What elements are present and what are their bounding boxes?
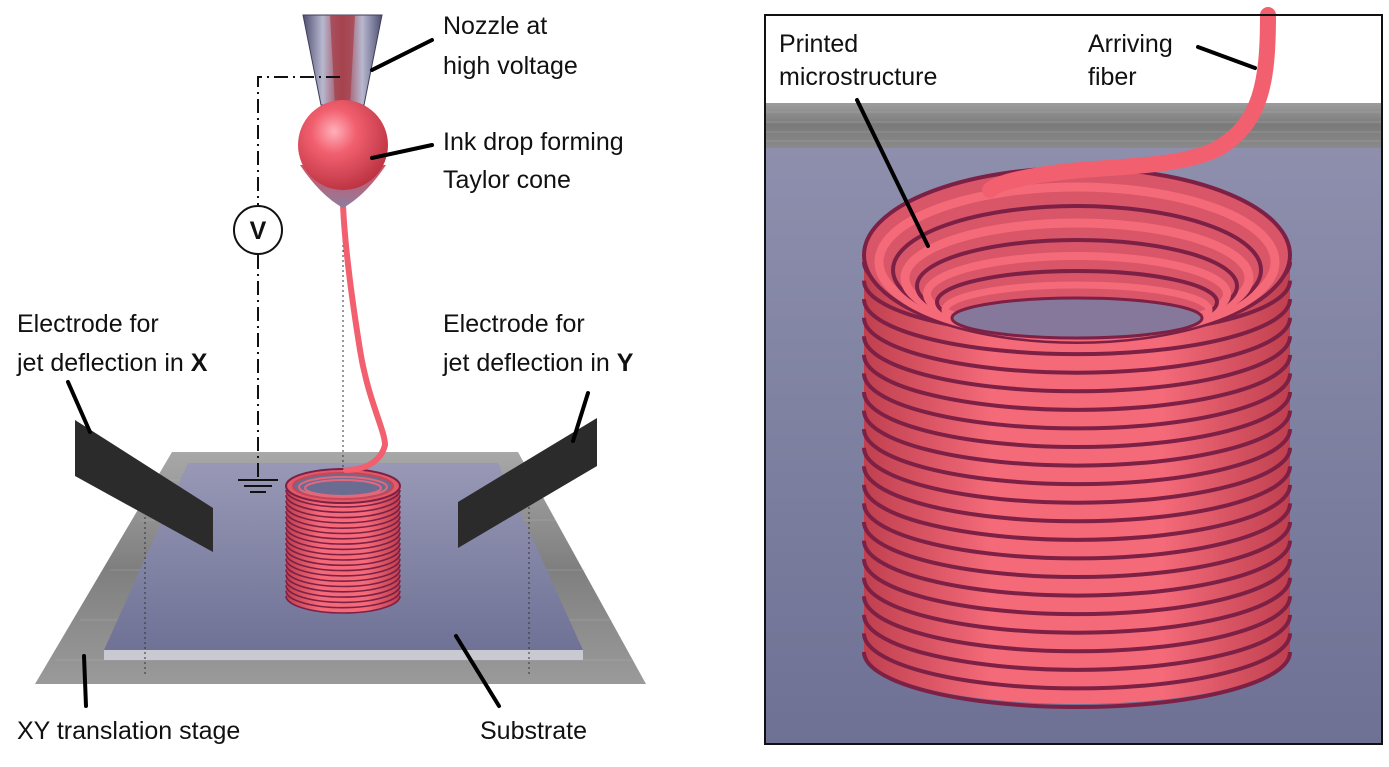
coil-winding	[285, 521, 401, 540]
coil-winding	[862, 521, 1292, 579]
coil-winding	[862, 466, 1292, 524]
electrode-y	[458, 418, 597, 548]
right-panel-frame	[764, 14, 1383, 745]
coil-winding	[862, 559, 1292, 617]
electrode-y-label-line2: jet deflection in Y	[442, 349, 634, 377]
coil-winding	[285, 548, 401, 567]
coil-small	[285, 468, 401, 614]
coil-winding	[285, 564, 401, 582]
ink-drop-taylor-cone	[298, 100, 388, 208]
coil-winding	[862, 503, 1292, 561]
coil-winding	[285, 532, 401, 551]
right-panel: Printed microstructure Arriving fiber	[764, 7, 1383, 745]
coil-winding	[285, 527, 401, 545]
substrate-edge	[104, 650, 583, 660]
voltmeter-symbol: V	[250, 217, 267, 245]
microstructure-label-line1: Printed	[779, 30, 858, 58]
right-leader-lines	[855, 45, 1257, 248]
electrode-x-label-prefix: jet deflection in	[16, 349, 191, 377]
drop-label-line2: Taylor cone	[443, 166, 571, 194]
coil-winding	[285, 516, 401, 535]
coil-winding	[862, 391, 1292, 449]
left-panel: V Nozzle at high voltage Ink drop formin…	[16, 12, 646, 745]
coil-winding	[285, 569, 401, 588]
coil-winding	[862, 299, 1292, 357]
microstructure-label-line2: microstructure	[779, 63, 937, 91]
left-leader-lines	[66, 38, 590, 708]
electrode-y-axis: Y	[617, 349, 634, 377]
nozzle-label-line1: Nozzle at	[443, 12, 547, 40]
substrate-label: Substrate	[480, 717, 587, 745]
drop-label-line1: Ink drop forming	[443, 128, 624, 156]
voltmeter-icon	[233, 205, 283, 255]
arriving-fiber	[982, 7, 1276, 198]
voltage-circuit	[257, 76, 340, 478]
coil-winding	[862, 577, 1292, 635]
coil-winding	[862, 354, 1292, 412]
nozzle	[302, 14, 383, 106]
coil-winding	[285, 489, 401, 508]
coil-winding	[862, 317, 1292, 375]
jet-fiber	[340, 202, 389, 473]
coil-winding	[862, 540, 1292, 598]
coil-winding	[285, 511, 401, 529]
coil-winding	[862, 633, 1292, 691]
fiber-label-line1: Arriving	[1088, 30, 1173, 58]
coil-winding	[862, 373, 1292, 431]
nozzle-label: Nozzle at high voltage	[443, 12, 578, 80]
electrode-x-label: Electrode for jet deflection in X	[16, 310, 208, 377]
electrode-y-label: Electrode for jet deflection in Y	[442, 310, 634, 377]
coil-winding	[285, 505, 401, 524]
coil-winding	[285, 574, 401, 593]
drop-label: Ink drop forming Taylor cone	[443, 128, 631, 194]
coil-winding	[285, 585, 401, 604]
fiber-label: Arriving fiber	[1088, 30, 1180, 91]
coil-winding	[862, 651, 1292, 709]
coil-winding	[285, 595, 401, 614]
coil-winding	[862, 429, 1292, 487]
coil-winding	[862, 484, 1292, 542]
electrode-y-label-line1: Electrode for	[443, 310, 585, 338]
coil-winding	[285, 590, 401, 609]
coil-winding	[862, 336, 1292, 394]
coil-winding	[285, 558, 401, 577]
electrode-x	[75, 420, 213, 552]
coil-winding	[862, 447, 1292, 505]
coil-large	[862, 166, 1292, 709]
coil-winding	[862, 596, 1292, 654]
coil-winding	[285, 495, 401, 514]
ground-symbol-icon	[238, 479, 278, 493]
nozzle-label-line2: high voltage	[443, 52, 578, 80]
electrode-y-label-prefix: jet deflection in	[442, 349, 617, 377]
electrode-x-axis: X	[191, 349, 208, 377]
microstructure-label: Printed microstructure	[779, 30, 937, 91]
band-brush-texture	[765, 111, 1382, 142]
coil-winding	[285, 542, 401, 561]
stage-label: XY translation stage	[17, 717, 240, 745]
coil-winding	[862, 410, 1292, 468]
coil-winding	[285, 580, 401, 598]
coil-winding	[285, 553, 401, 572]
electrode-x-label-line2: jet deflection in X	[16, 349, 208, 377]
coil-winding	[862, 614, 1292, 672]
fiber-label-line2: fiber	[1088, 63, 1137, 91]
coil-winding	[285, 537, 401, 556]
coil-winding	[285, 500, 401, 519]
electrode-x-label-line1: Electrode for	[17, 310, 159, 338]
